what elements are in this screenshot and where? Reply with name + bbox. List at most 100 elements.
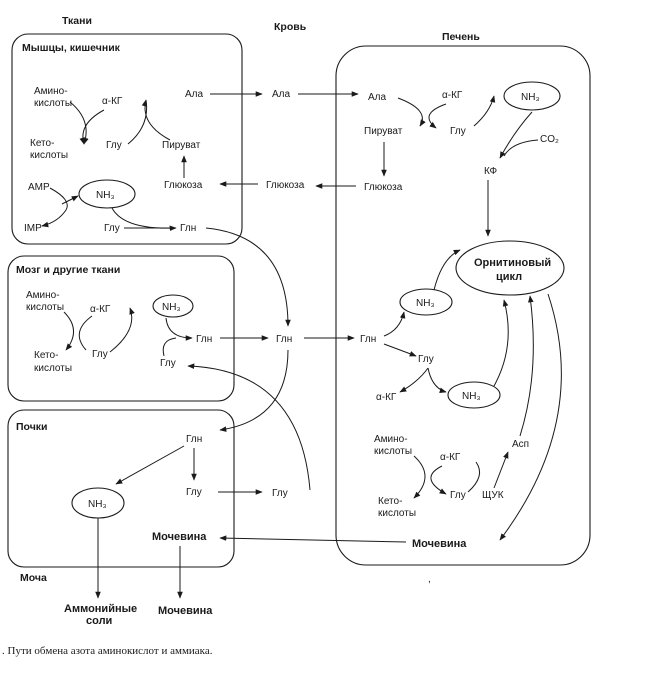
liver-glucose: Глюкоза (364, 182, 403, 193)
liver-akg-to-glu-arrow (428, 103, 447, 129)
muscle-box (11, 33, 243, 245)
brain-amino-line1: Амино- (26, 290, 60, 301)
liver-nh3-ellipse (503, 81, 561, 111)
muscle-imp: IMP (24, 223, 42, 234)
liver-nh3-to-kf-arrow (499, 111, 533, 159)
brain-keto-line1: Кето- (34, 350, 58, 361)
brain-akg-to-glu-arrow (78, 315, 93, 351)
muscle-akg: α-КГ (102, 96, 123, 107)
muscle-amino-line2: кислоты (34, 98, 72, 109)
liver-co2-to-kf-arrow (503, 139, 539, 157)
muscle-ala: Ала (185, 89, 204, 100)
kidney-box (7, 409, 235, 568)
brain-glu: Глу (92, 349, 108, 360)
liver-glu3-to-akg3-arrow (467, 461, 481, 493)
brain-nh3-to-gln-arrow (165, 317, 193, 341)
liver-kf: КФ (484, 166, 497, 177)
liver-glu: Глу (450, 126, 466, 137)
kidney-glu: Глу (186, 487, 202, 498)
header-liver: Печень (442, 31, 480, 43)
liver-oaa: ЩУК (482, 490, 504, 501)
brain-glu2: Глу (160, 358, 176, 369)
liver-co2: CO₂ (540, 134, 559, 145)
liver-keto-line1: Кето- (378, 496, 402, 507)
liver-nh3-2: NH₃ (416, 298, 435, 309)
liver-keto-line2: кислоты (378, 508, 416, 519)
brain-nh3: NH₃ (162, 302, 181, 313)
liver-oaa-to-asp-arrow (493, 451, 509, 489)
liver-glu-to-nh3-arrow (473, 95, 496, 127)
muscle-glu: Глу (106, 140, 122, 151)
brain-glu2-to-gln-arrow (162, 337, 177, 357)
muscle-glu2: Глу (104, 223, 120, 234)
header-urine: Моча (20, 572, 47, 584)
liver-nh3-3: NH₃ (462, 391, 481, 402)
brain-box (7, 255, 235, 402)
header-blood: Кровь (274, 21, 307, 33)
liver-akg3-to-glu3-arrow (430, 465, 447, 495)
blood-glu-to-brain-arrow (187, 363, 311, 491)
muscle-nh3: NH₃ (96, 190, 115, 201)
liver-gln-to-glu-arrow (383, 343, 417, 357)
muscle-glu-to-akg-arrow (127, 99, 148, 145)
liver-ala: Ала (368, 92, 387, 103)
muscle-nh3-ellipse (78, 179, 136, 209)
liver-nh3-3-to-cycle-arrow (493, 299, 509, 387)
brain-glu-to-akg-arrow (109, 307, 135, 353)
liver-gln: Глн (360, 334, 376, 345)
header-kidney: Почки (16, 421, 48, 433)
liver-nh3-3-ellipse (447, 381, 501, 409)
liver-glu2: Глу (418, 354, 434, 365)
blood-glucose: Глюкоза (266, 180, 305, 191)
muscle-gln-to-blood-arrow (205, 227, 291, 327)
liver-amino-to-keto-arrow (413, 455, 426, 499)
liver-nh3-to-cycle-arrow (433, 249, 461, 291)
liver-akg3: α-КГ (440, 452, 461, 463)
brain-gln: Глн (196, 334, 212, 345)
ornithine-cycle-line2: цикл (496, 271, 522, 283)
liver-ala-to-pyruvate-arrow (397, 97, 426, 127)
muscle-pyruvate-to-ala-arrow (141, 99, 171, 141)
muscle-pyruvate: Пируват (162, 140, 201, 151)
liver-nh3: NH₃ (521, 92, 540, 103)
muscle-keto-line2: кислоты (30, 150, 68, 161)
header-muscle: Мышцы, кишечник (22, 42, 121, 54)
muscle-glucose: Глюкоза (164, 180, 203, 191)
muscle-nh3-to-gln-arrow (111, 207, 177, 232)
stray-mark: , (428, 574, 431, 585)
liver-urea-to-kidney-arrow (219, 535, 407, 543)
urine-urea: Мочевина (158, 605, 213, 617)
blood-gln: Глн (276, 334, 292, 345)
liver-pyruvate: Пируват (364, 126, 403, 137)
liver-akg: α-КГ (442, 90, 463, 101)
ornithine-cycle-line1: Орнитиновый (474, 257, 551, 269)
liver-box (335, 45, 591, 566)
liver-glu2-to-nh3-3-arrow (427, 367, 447, 393)
liver-urea: Мочевина (412, 538, 467, 550)
ornithine-cycle-ellipse (455, 240, 565, 296)
header-brain: Мозг и другие ткани (16, 264, 120, 276)
kidney-gln: Глн (186, 434, 202, 445)
blood-glu: Глу (272, 488, 288, 499)
liver-asp: Асп (512, 439, 529, 450)
muscle-akg-to-glu-arrow (79, 109, 105, 145)
muscle-amp: AMP (28, 182, 50, 193)
brain-keto-line2: кислоты (34, 363, 72, 374)
muscle-amino-to-keto-arrow (69, 101, 89, 145)
urine-salts-line1: Аммонийные (64, 603, 137, 615)
muscle-amino-line1: Амино- (34, 86, 68, 97)
liver-cycle-to-urea-arrow (499, 293, 562, 541)
liver-amino-line2: кислоты (374, 446, 412, 457)
brain-amino-line2: кислоты (26, 302, 64, 313)
kidney-urea: Мочевина (152, 531, 207, 543)
blood-gln-to-kidney-arrow (219, 349, 289, 432)
kidney-nh3: NH₃ (88, 499, 107, 510)
brain-nh3-ellipse (152, 294, 194, 318)
liver-nh3-2-ellipse (399, 288, 453, 316)
kidney-gln-to-nh3-arrow (115, 445, 185, 485)
brain-akg: α-КГ (90, 304, 111, 315)
blood-ala: Ала (272, 89, 291, 100)
muscle-amp-to-nh3-arrow (61, 195, 79, 205)
liver-gln-to-nh3-arrow (383, 311, 406, 337)
